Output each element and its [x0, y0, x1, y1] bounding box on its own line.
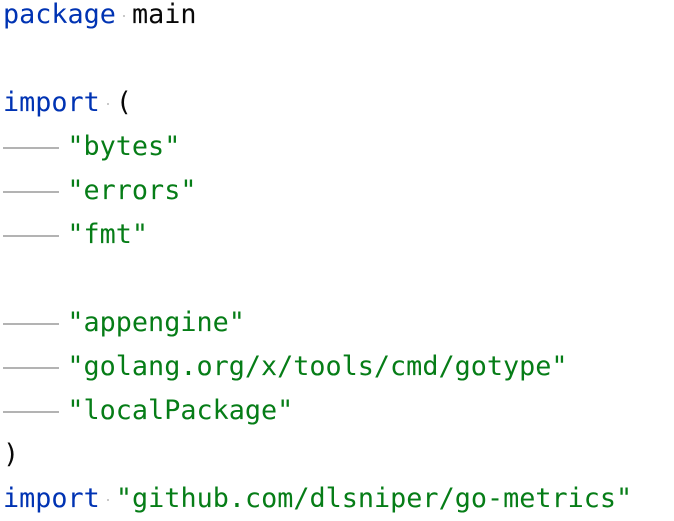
code-line-9: "golang.org/x/tools/cmd/gotype"	[3, 345, 632, 389]
code-line-12: import "github.com/dlsniper/go-metrics"	[3, 477, 632, 521]
tab-indent-icon	[3, 345, 67, 389]
import-path: "bytes"	[67, 131, 181, 162]
code-line-3: import (	[3, 81, 632, 125]
package-name: main	[132, 0, 197, 30]
import-path: "errors"	[67, 175, 197, 206]
import-path: "github.com/dlsniper/go-metrics"	[115, 483, 633, 514]
import-path: "golang.org/x/tools/cmd/gotype"	[67, 351, 568, 382]
close-paren: )	[3, 439, 20, 470]
import-path: "appengine"	[67, 307, 245, 338]
keyword: import	[3, 87, 100, 118]
code-line-5: "errors"	[3, 169, 632, 213]
import-path: "fmt"	[67, 219, 149, 250]
code-line-8: "appengine"	[3, 301, 632, 345]
tab-indent-icon	[3, 125, 67, 169]
tab-indent-icon	[3, 389, 67, 433]
code-line-6: "fmt"	[3, 213, 632, 257]
code-line-2	[3, 37, 632, 81]
whitespace-dot-icon	[100, 81, 116, 125]
keyword: package	[3, 0, 116, 30]
code-line-7	[3, 257, 632, 301]
keyword: import	[3, 483, 100, 514]
tab-indent-icon	[3, 301, 67, 345]
code-editor[interactable]: package main import ( "bytes" "errors" "fm…	[3, 0, 632, 521]
tab-indent-icon	[3, 213, 67, 257]
import-path: "localPackage"	[67, 395, 294, 426]
whitespace-dot-icon	[100, 477, 116, 521]
whitespace-dot-icon	[116, 0, 132, 37]
tab-indent-icon	[3, 169, 67, 213]
code-line-4: "bytes"	[3, 125, 632, 169]
code-line-1: package main	[3, 0, 632, 37]
code-line-10: "localPackage"	[3, 389, 632, 433]
open-paren: (	[115, 87, 133, 118]
code-line-11: )	[3, 433, 632, 477]
